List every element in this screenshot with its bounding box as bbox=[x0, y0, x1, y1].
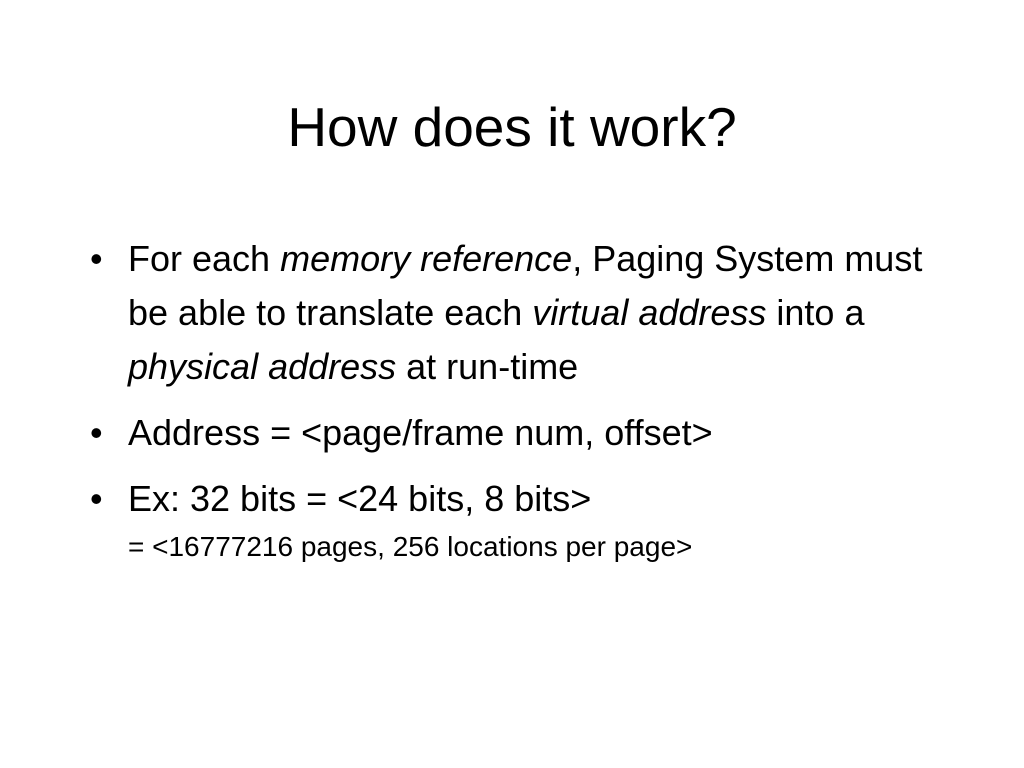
bullet-marker: • bbox=[90, 412, 103, 453]
bullet-item-memory-reference: • For each memory reference, Paging Syst… bbox=[90, 232, 950, 394]
italic-term-physical-address: physical address bbox=[128, 346, 397, 387]
italic-term-virtual-address: virtual address bbox=[532, 292, 767, 333]
text-segment: For each bbox=[128, 238, 281, 279]
bullet-marker: • bbox=[90, 238, 103, 279]
bullet-item-example: • Ex: 32 bits = <24 bits, 8 bits> = <167… bbox=[90, 472, 950, 568]
bullet-text: Ex: 32 bits = <24 bits, 8 bits> bbox=[128, 478, 592, 519]
bullet-list: • For each memory reference, Paging Syst… bbox=[90, 232, 950, 580]
bullet-subline: = <16777216 pages, 256 locations per pag… bbox=[128, 531, 693, 562]
bullet-marker: • bbox=[90, 478, 103, 519]
text-segment: into a bbox=[766, 292, 865, 333]
bullet-item-address: • Address = <page/frame num, offset> bbox=[90, 406, 950, 460]
text-segment: at run-time bbox=[396, 346, 579, 387]
bullet-text: Address = <page/frame num, offset> bbox=[128, 412, 713, 453]
italic-term-memory-reference: memory reference bbox=[280, 238, 573, 279]
bullet-text: For each memory reference, Paging System… bbox=[128, 238, 922, 387]
text-segment: , Paging System must be able to translat… bbox=[128, 238, 923, 333]
slide-title: How does it work? bbox=[287, 96, 737, 158]
